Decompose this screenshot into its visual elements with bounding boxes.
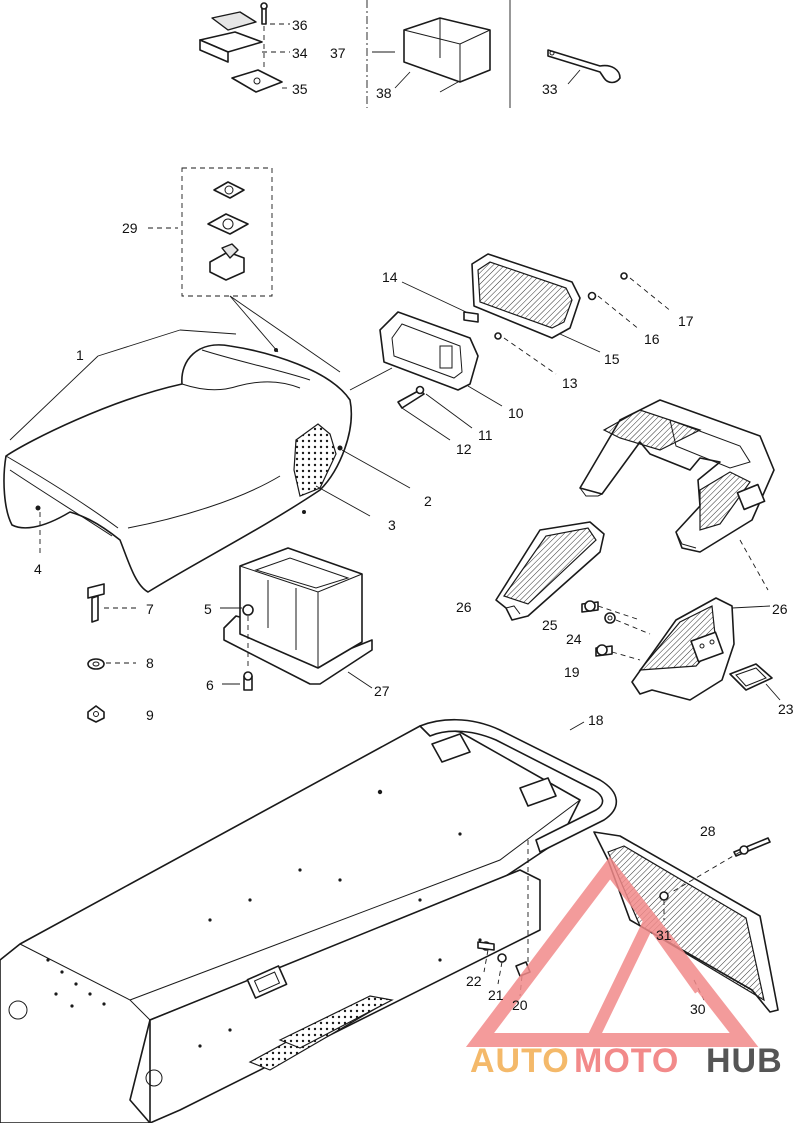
watermark-part-hub: HUB (706, 1042, 783, 1080)
watermark-logo (465, 856, 759, 1047)
callout-31: 31 (656, 927, 672, 943)
watermark-part-moto: MOTO (574, 1042, 679, 1080)
section-dividers (366, 0, 511, 108)
callout-14: 14 (382, 269, 398, 285)
callout-33: 33 (542, 81, 558, 97)
snow-flap-30 (477, 831, 779, 1013)
callout-15: 15 (604, 351, 620, 367)
callout-37: 37 (330, 45, 346, 61)
plate-kit-34-35-36 (199, 2, 290, 93)
tool-bag-38 (372, 17, 491, 93)
callout-35: 35 (292, 81, 308, 97)
callout-12: 12 (456, 441, 472, 457)
side-handle-left-26 (495, 521, 605, 621)
callout-22: 22 (466, 973, 482, 989)
callout-16: 16 (644, 331, 660, 347)
callout-11: 11 (478, 427, 493, 443)
callout-2: 2 (424, 493, 432, 509)
callout-7: 7 (146, 601, 154, 617)
callout-13: 13 (562, 375, 578, 391)
callout-18: 18 (588, 712, 604, 728)
storage-box-27 (220, 547, 373, 691)
callout-3: 3 (388, 517, 396, 533)
callout-27: 27 (374, 683, 390, 699)
callout-24: 24 (566, 631, 582, 647)
callout-25: 25 (542, 617, 558, 633)
callout-30: 30 (690, 1001, 706, 1017)
callout-4: 4 (34, 561, 42, 577)
callout-28: 28 (700, 823, 716, 839)
seat-assembly-1 (3, 329, 411, 593)
callout-10: 10 (508, 405, 524, 421)
callout-36: 36 (292, 17, 308, 33)
callout-26-left: 26 (456, 599, 472, 615)
callout-8: 8 (146, 655, 154, 671)
callout-labels: 36 34 35 37 38 33 29 14 17 16 15 13 10 1… (34, 17, 794, 1017)
callout-20: 20 (512, 997, 528, 1013)
callout-17: 17 (678, 313, 694, 329)
callout-21: 21 (488, 987, 504, 1003)
callout-9: 9 (146, 707, 154, 723)
tail-light-10-15 (379, 253, 673, 441)
callout-26-right: 26 (772, 601, 788, 617)
callout-1: 1 (76, 347, 84, 363)
kit-29 (148, 167, 341, 373)
side-handle-right-26 (631, 597, 781, 701)
tunnel-chassis (0, 718, 618, 1123)
watermark-text: AUTO MOTO HUB (470, 1042, 783, 1080)
callout-29: 29 (122, 220, 138, 236)
fasteners-7-8-9 (87, 583, 136, 723)
callout-23: 23 (778, 701, 794, 717)
callout-6: 6 (206, 677, 214, 693)
hardware-19-24-25 (581, 600, 651, 661)
spanner-wrench-33 (547, 49, 621, 85)
watermark-part-auto: AUTO (470, 1042, 570, 1080)
callout-5: 5 (204, 601, 212, 617)
callout-34: 34 (292, 45, 308, 61)
callout-38: 38 (376, 85, 392, 101)
grab-handle-frame (579, 399, 775, 591)
callout-19: 19 (564, 664, 580, 680)
